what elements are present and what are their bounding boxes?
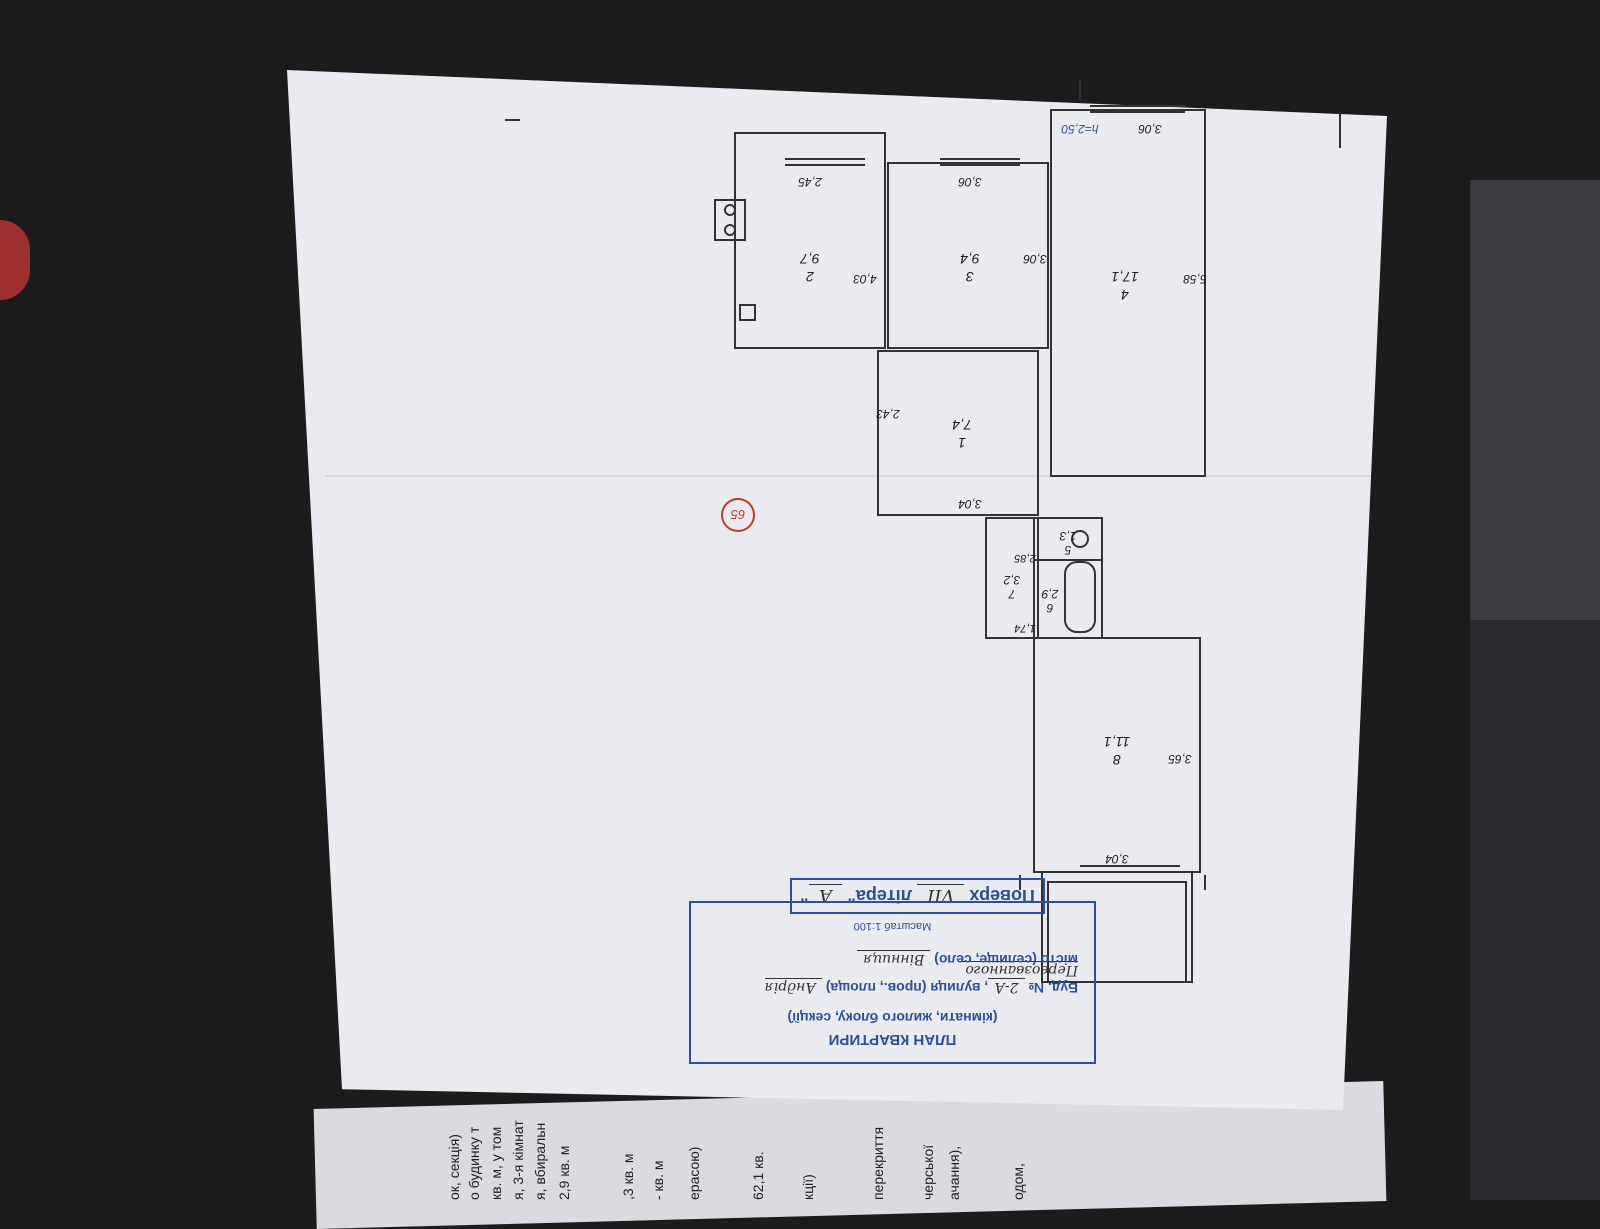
- dimension-label: 3,04: [1105, 852, 1129, 866]
- room-3-area: 9,4: [960, 251, 980, 267]
- stove: [714, 199, 746, 241]
- room-1-area: 7,4: [952, 417, 972, 433]
- room-7-area: 3,2: [1003, 573, 1020, 587]
- dimension-label: 4,03: [853, 272, 877, 286]
- room-1-number: 1: [958, 435, 966, 451]
- room-5-outline: [1033, 517, 1103, 561]
- plan-subtitle: (кімнати, жилого блоку, секції): [787, 1010, 998, 1026]
- room-4-number: 4: [1121, 287, 1129, 303]
- dimension-label: 3,04: [958, 497, 982, 511]
- bathtub: [1064, 561, 1096, 633]
- room-6-number: 6: [1046, 601, 1053, 615]
- balcony-inner: [1047, 881, 1187, 983]
- room-3-number: 3: [966, 269, 974, 285]
- dimension-label: 2,45: [798, 175, 823, 189]
- street-label: , вулиця (пров., площа): [825, 980, 989, 996]
- room-6-area: 2,9: [1041, 587, 1059, 601]
- building-number: 2-А: [988, 978, 1025, 995]
- dimension-label: 3,06: [958, 175, 982, 189]
- floor-plan-drawing: 65 1 7,4 2 9,7 3 9,4 4 17,1 5 1,3 6 2,9 …: [505, 80, 1341, 983]
- ceiling-height: h=2,50: [1061, 122, 1098, 136]
- room-1-outline: [877, 350, 1039, 516]
- sink: [739, 304, 756, 321]
- dimension-label: 3,06: [1138, 122, 1162, 136]
- room-2-number: 2: [806, 269, 815, 285]
- background-surface: [1470, 180, 1600, 620]
- room-4-area: 17,1: [1111, 269, 1138, 285]
- dimension-label: 2,85: [1013, 552, 1036, 564]
- city-line: місто (селище, село) Вінниця: [857, 950, 1078, 968]
- plan-title-stamp: ПЛАН КВАРТИРИ (кімнати, жилого блоку, се…: [689, 901, 1096, 1064]
- dimension-label: 3,06: [1023, 252, 1047, 266]
- plan-title: ПЛАН КВАРТИРИ: [828, 1031, 957, 1048]
- room-2-area: 9,7: [799, 251, 820, 267]
- room-3-outline: [887, 162, 1049, 349]
- city-value: Вінниця: [857, 950, 931, 967]
- room-4-outline: [1050, 109, 1206, 477]
- apartment-number-circle: [721, 498, 755, 532]
- dimension-label: 2,43: [876, 407, 901, 421]
- room-5-area: 1,3: [1059, 529, 1076, 543]
- room-7-number: 7: [1007, 587, 1015, 601]
- corridor-7-outline: [985, 517, 1039, 639]
- room-8-area: 11,1: [1104, 734, 1130, 750]
- floor-plan-sheet: [287, 70, 1387, 1110]
- room-8-number: 8: [1113, 752, 1121, 768]
- dimension-label: 5,58: [1183, 272, 1207, 286]
- rotated-plan-layer: 65 1 7,4 2 9,7 3 9,4 4 17,1 5 1,3 6 2,9 …: [505, 80, 1341, 1064]
- scale-label: Масштаб 1:100: [853, 920, 932, 932]
- city-label: місто (селище, село): [934, 952, 1078, 968]
- dimension-label: 3,65: [1168, 752, 1192, 766]
- page-fold: [325, 475, 1375, 477]
- dimension-label: 1,74: [1014, 622, 1035, 634]
- building-label: Буд. №: [1028, 980, 1078, 996]
- apartment-number: 65: [730, 507, 745, 522]
- room-5-number: 5: [1064, 543, 1071, 557]
- toilet: [1071, 530, 1089, 548]
